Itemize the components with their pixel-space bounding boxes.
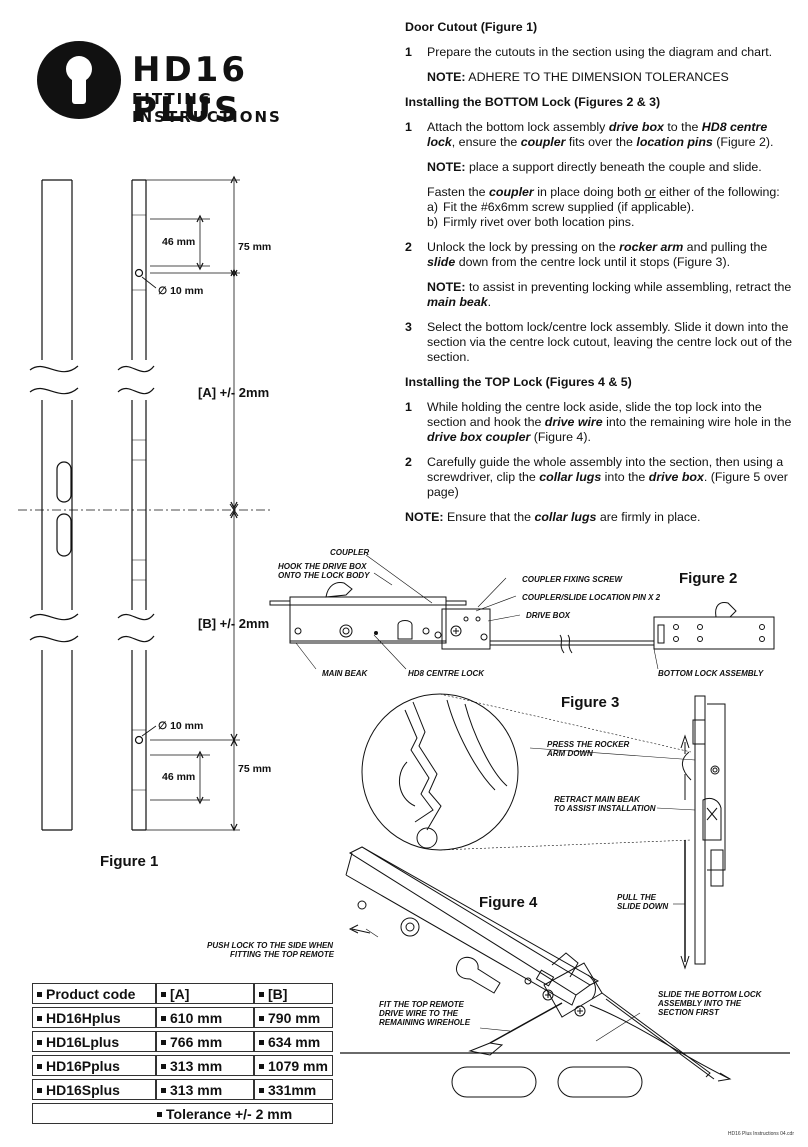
table-cell: 313 mm xyxy=(156,1055,254,1076)
figure-1-caption: Figure 1 xyxy=(100,853,159,870)
label-slide-bottom-1: SLIDE THE BOTTOM LOCK xyxy=(658,990,762,999)
top-lock-heading: Installing the TOP Lock (Figures 4 & 5) xyxy=(405,375,632,389)
bottom-lock-heading: Installing the BOTTOM Lock (Figures 2 & … xyxy=(405,95,661,109)
label-fit-remote-1: FIT THE TOP REMOTE xyxy=(379,1000,464,1009)
bottom-lock-note-1: NOTE: place a support directly beneath t… xyxy=(427,160,762,174)
label-coupler: COUPLER xyxy=(330,548,370,557)
dim-46mm-bot: 46 mm xyxy=(162,771,196,783)
label-pull-slide-2: SLIDE DOWN xyxy=(617,902,669,911)
table-header-cell: [A] xyxy=(156,983,254,1004)
label-hook-2: ONTO THE LOCK BODY xyxy=(278,571,370,580)
table-cell: 610 mm xyxy=(156,1007,254,1028)
bottom-lock-fasten: Fasten the coupler in place doing both o… xyxy=(427,185,797,230)
top-lock-step-1: 1 While holding the centre lock aside, s… xyxy=(405,400,792,444)
label-main-beak: MAIN BEAK xyxy=(322,669,368,678)
dim-46mm-top: 46 mm xyxy=(162,236,196,248)
label-bottom-lock-assembly: BOTTOM LOCK ASSEMBLY xyxy=(658,669,764,678)
label-pull-slide-1: PULL THE xyxy=(617,893,656,902)
top-lock-step-2: 2 Carefully guide the whole assembly int… xyxy=(405,455,788,499)
table-header-cell: Product code xyxy=(32,983,156,1004)
table-cell: HD16Pplus xyxy=(32,1055,156,1076)
label-push-lock-2: FITTING THE TOP REMOTE xyxy=(230,950,334,959)
figure-2-diagram xyxy=(269,554,775,670)
dim-A: [A] +/- 2mm xyxy=(198,385,270,400)
footer-filename: HD16 Plus Instructions 04.cdr xyxy=(727,1131,794,1137)
table-row: HD16Lplus 766 mm 634 mm xyxy=(32,1031,333,1052)
table-row: HD16Splus 313 mm 331mm xyxy=(32,1079,333,1100)
table-cell: 331mm xyxy=(254,1079,333,1100)
table-header-cell: [B] xyxy=(254,983,333,1004)
label-location-pin: COUPLER/SLIDE LOCATION PIN X 2 xyxy=(522,593,661,602)
brand-title: HD16 PLUS xyxy=(132,50,248,130)
dim-dia-bot: ∅ 10 mm xyxy=(158,720,204,732)
door-cutout-note: NOTE: ADHERE TO THE DIMENSION TOLERANCES xyxy=(427,70,797,85)
table-cell: HD16Hplus xyxy=(32,1007,156,1028)
label-hd8-centre-lock: HD8 CENTRE LOCK xyxy=(408,669,485,678)
table-cell: HD16Lplus xyxy=(32,1031,156,1052)
table-row: HD16Pplus 313 mm 1079 mm xyxy=(32,1055,333,1076)
table-cell: 790 mm xyxy=(254,1007,333,1028)
table-cell: 766 mm xyxy=(156,1031,254,1052)
step-number: 1 xyxy=(405,120,412,134)
figure-2-caption: Figure 2 xyxy=(679,570,738,587)
table-tolerance-row: Tolerance +/- 2 mm xyxy=(32,1103,333,1124)
product-table: Product code [A] [B] HD16Hplus 610 mm 79… xyxy=(32,980,333,1127)
step-text: Attach the bottom lock assembly drive bo… xyxy=(427,120,774,149)
label-fit-remote-3: REMAINING WIREHOLE xyxy=(379,1018,471,1027)
table-cell: 313 mm xyxy=(156,1079,254,1100)
top-lock-note: NOTE: Ensure that the collar lugs are fi… xyxy=(405,510,701,524)
figure-3-caption: Figure 3 xyxy=(561,694,620,711)
figure-3-diagram xyxy=(361,693,726,970)
dim-dia-top: ∅ 10 mm xyxy=(158,285,204,297)
label-retract-beak-1: RETRACT MAIN BEAK xyxy=(554,795,640,804)
bottom-lock-step-1: 1 Attach the bottom lock assembly drive … xyxy=(405,120,797,150)
label-hook-1: HOOK THE DRIVE BOX xyxy=(278,562,367,571)
option-a: a)Fit the #6x6mm screw supplied (if appl… xyxy=(427,200,695,214)
bottom-lock-step-3: 3 Select the bottom lock/centre lock ass… xyxy=(405,320,793,364)
keyhole-logo-icon xyxy=(37,41,121,119)
table-row: HD16Hplus 610 mm 790 mm xyxy=(32,1007,333,1028)
label-slide-bottom-3: SECTION FIRST xyxy=(658,1008,719,1017)
table-cell: 1079 mm xyxy=(254,1055,333,1076)
option-b: b)Firmly rivet over both location pins. xyxy=(427,215,635,229)
dim-75mm-top: 75 mm xyxy=(238,241,272,253)
brand-logo: HD16 PLUS FITTING INSTRUCTIONS xyxy=(36,40,336,130)
table-cell: 634 mm xyxy=(254,1031,333,1052)
label-slide-bottom-2: ASSEMBLY INTO THE xyxy=(658,999,742,1008)
table-header-row: Product code [A] [B] xyxy=(32,983,333,1004)
dim-75mm-bot: 75 mm xyxy=(238,763,272,775)
tolerance-cell: Tolerance +/- 2 mm xyxy=(32,1103,333,1124)
figure-1-diagram xyxy=(18,175,270,832)
door-cutout-step-1: 1 Prepare the cutouts in the section usi… xyxy=(405,45,797,60)
figure-4-diagram xyxy=(340,846,790,1098)
label-press-rocker-1: PRESS THE ROCKER xyxy=(547,740,630,749)
label-drive-box: DRIVE BOX xyxy=(526,611,571,620)
label-retract-beak-2: TO ASSIST INSTALLATION xyxy=(554,804,656,813)
table-cell: HD16Splus xyxy=(32,1079,156,1100)
brand-subtitle: FITTING INSTRUCTIONS xyxy=(132,90,282,126)
note-label: NOTE: xyxy=(427,70,466,84)
figure-4-caption: Figure 4 xyxy=(479,894,538,911)
label-press-rocker-2: ARM DOWN xyxy=(547,749,593,758)
label-fit-remote-2: DRIVE WIRE TO THE xyxy=(379,1009,458,1018)
step-text: Prepare the cutouts in the section using… xyxy=(427,45,773,59)
label-push-lock-1: PUSH LOCK TO THE SIDE WHEN xyxy=(207,941,334,950)
instructions-column: Door Cutout (Figure 1) 1 Prepare the cut… xyxy=(405,20,797,525)
bottom-lock-note-2: NOTE: to assist in preventing locking wh… xyxy=(427,280,792,309)
step-number: 1 xyxy=(405,45,412,59)
note-text: ADHERE TO THE DIMENSION TOLERANCES xyxy=(465,70,729,84)
door-cutout-heading: Door Cutout (Figure 1) xyxy=(405,20,538,34)
label-coupler-fixing-screw: COUPLER FIXING SCREW xyxy=(522,575,623,584)
bottom-lock-step-2: 2 Unlock the lock by pressing on the roc… xyxy=(405,240,768,269)
dim-B: [B] +/- 2mm xyxy=(198,616,270,631)
